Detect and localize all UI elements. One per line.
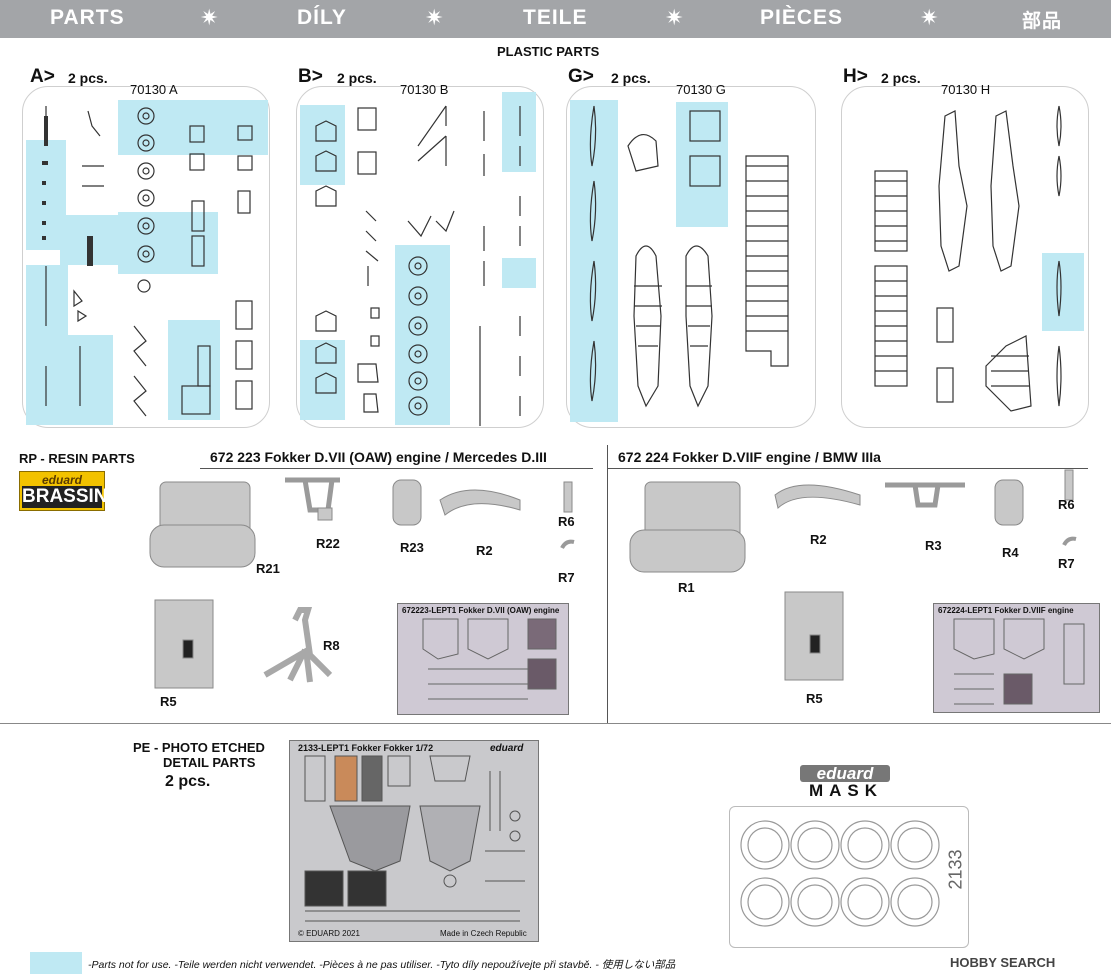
footer-legend-text: -Parts not for use. -Teile werden nicht …	[88, 959, 676, 971]
brassin-logo: eduard BRASSIN	[19, 471, 108, 511]
part-label: R22	[316, 536, 340, 551]
mask-brand: eduard	[800, 765, 890, 782]
lept-right-title: 672224-LEPT1 Fokker D.VIIF engine	[938, 606, 1074, 615]
part-label: R23	[400, 540, 424, 555]
header-star-icon: ✷	[425, 6, 444, 31]
sprue-gap	[66, 140, 116, 210]
unused-area	[300, 105, 345, 185]
header-pieces: PIÈCES	[760, 6, 844, 29]
pe-made: Made in Czech Republic	[440, 929, 527, 938]
unused-area	[168, 320, 220, 420]
header-star-icon: ✷	[665, 6, 684, 31]
resin-parts-title: RP - RESIN PARTS	[19, 451, 135, 466]
part-label: R1	[678, 580, 695, 595]
sprue-g-parts-drawing	[589, 105, 789, 408]
part-label: R5	[160, 694, 177, 709]
brassin-logo-top: eduard	[41, 473, 82, 487]
sprue-a-parts-drawing	[42, 106, 253, 417]
mask-number: 2133	[945, 849, 966, 890]
part-label: R6	[558, 514, 575, 529]
part-label: R4	[1002, 545, 1019, 560]
resin-right-title: 672 224 Fokker D.VIIF engine / BMW IIIa	[618, 449, 881, 465]
mask-sheet: 2133	[729, 806, 969, 948]
sprue-g-code: 70130 G	[676, 82, 726, 97]
pe-fret-title: 2133-LEPT1 Fokker Fokker 1/72	[298, 743, 434, 753]
part-label: R5	[806, 691, 823, 706]
header-teile: TEILE	[523, 6, 588, 29]
pe-copyright: © EDUARD 2021	[298, 929, 360, 938]
divider	[200, 468, 593, 469]
pe-qty: 2 pcs.	[165, 773, 211, 790]
part-label: R6	[1058, 497, 1075, 512]
header-parts: PARTS	[50, 6, 125, 29]
part-label: R7	[558, 570, 575, 585]
unused-area	[502, 258, 536, 288]
part-label: R2	[810, 532, 827, 547]
lept-right-drawing	[953, 618, 1085, 705]
sprue-a-letter: A>	[30, 66, 55, 87]
pe-fret-drawing	[304, 755, 525, 922]
unused-legend-swatch	[30, 952, 82, 974]
sprue-a-code: 70130 A	[130, 82, 178, 97]
lept-fret-right: 672224-LEPT1 Fokker D.VIIF engine	[933, 603, 1100, 713]
unused-area	[300, 340, 345, 420]
part-label: R8	[323, 638, 340, 653]
sprue-g-letter: G>	[568, 66, 594, 87]
part-label: R21	[256, 561, 280, 576]
mask-circles	[740, 820, 940, 927]
lept-left-drawing	[422, 618, 557, 700]
lept-fret-left: 672223-LEPT1 Fokker D.VII (OAW) engine	[397, 603, 569, 715]
resin-left-title: 672 223 Fokker D.VII (OAW) engine / Merc…	[210, 449, 547, 465]
unused-area	[118, 212, 218, 274]
unused-area	[68, 335, 113, 425]
sprue-h-parts-drawing	[874, 105, 1062, 412]
part-label: R7	[1058, 556, 1075, 571]
sprue-b-letter: B>	[298, 66, 323, 87]
pe-fret-brand: eduard	[490, 743, 524, 754]
divider	[607, 445, 608, 723]
header-star-icon: ✷	[920, 6, 939, 31]
sprue-h-code: 70130 H	[941, 82, 991, 97]
unused-area	[26, 265, 68, 425]
unused-area	[502, 92, 536, 172]
sprue-a-qty: 2 pcs.	[68, 70, 108, 86]
sprue-h-letter: H>	[843, 66, 868, 87]
header-dily: DÍLY	[297, 6, 347, 29]
pe-fret: 2133-LEPT1 Fokker Fokker 1/72 eduard © E…	[289, 740, 539, 942]
part-label: R3	[925, 538, 942, 553]
brassin-logo-bottom: BRASSIN	[22, 486, 108, 508]
header-buhin: 部品	[1022, 11, 1063, 32]
resin-parts-drawing	[149, 469, 1077, 689]
header-star-icon: ✷	[200, 6, 219, 31]
divider	[608, 468, 1088, 469]
watermark: HOBBY SEARCH	[950, 955, 1056, 970]
divider	[0, 723, 1111, 724]
lept-left-title: 672223-LEPT1 Fokker D.VII (OAW) engine	[402, 606, 560, 615]
pe-line2: DETAIL PARTS	[163, 755, 256, 770]
part-label: R2	[476, 543, 493, 558]
plastic-parts-title: PLASTIC PARTS	[497, 44, 600, 59]
sprue-g-qty: 2 pcs.	[611, 70, 651, 86]
unused-area	[395, 245, 450, 425]
sprue-b-qty: 2 pcs.	[337, 70, 377, 86]
sprue-h-qty: 2 pcs.	[881, 70, 921, 86]
mask-word: MASK	[808, 781, 884, 800]
sprue-b-code: 70130 B	[400, 82, 449, 97]
pe-line1: PE - PHOTO ETCHED	[133, 740, 265, 755]
unused-area	[1042, 253, 1084, 331]
header-bar: PARTS ✷ DÍLY ✷ TEILE ✷ PIÈCES ✷ 部品	[0, 0, 1111, 38]
unused-area	[26, 140, 66, 250]
unused-area	[676, 102, 728, 227]
sprue-b-parts-drawing	[315, 105, 521, 426]
